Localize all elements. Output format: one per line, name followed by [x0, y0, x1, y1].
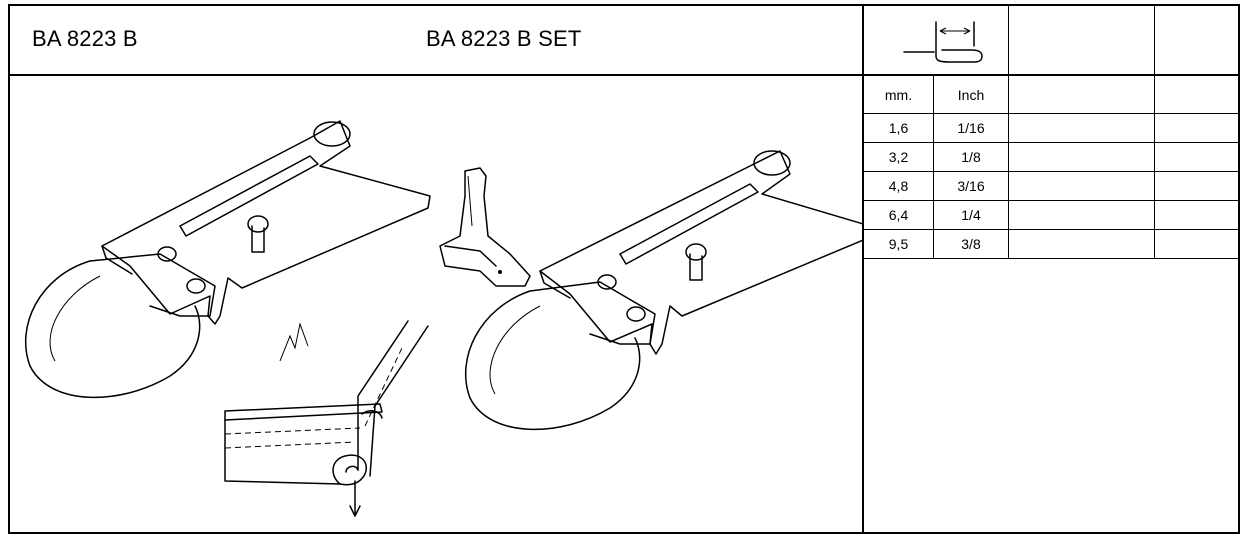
- table-row: 1,6 1/16: [864, 114, 1240, 143]
- table-blank-cell: [1155, 201, 1240, 229]
- spec-sheet: BA 8223 B BA 8223 B SET: [8, 4, 1240, 534]
- table-blank-cell: [1009, 172, 1155, 200]
- mm-value: 3,2: [864, 143, 934, 171]
- table-row: 4,8 3/16: [864, 172, 1240, 201]
- table-blank-cell: [1155, 230, 1240, 258]
- mm-value: 1,6: [864, 114, 934, 142]
- table-blank-cell: [1009, 230, 1155, 258]
- header-blank-1: [1009, 6, 1155, 76]
- hem-width-header: [864, 6, 1009, 76]
- mm-value: 9,5: [864, 230, 934, 258]
- mm-value: 4,8: [864, 172, 934, 200]
- table-blank-cell: [1155, 172, 1240, 200]
- table-blank-cell: [1155, 76, 1240, 113]
- table-header-row: mm. Inch: [864, 76, 1240, 114]
- inch-value: 1/8: [934, 143, 1009, 171]
- table-row: 6,4 1/4: [864, 201, 1240, 230]
- mm-value: 6,4: [864, 201, 934, 229]
- hem-width-icon: [903, 21, 983, 63]
- presser-foot-icon: [439, 167, 531, 287]
- technical-drawing: [10, 76, 864, 534]
- inch-value: 1/4: [934, 201, 1009, 229]
- inch-value: 1/16: [934, 114, 1009, 142]
- table-row: 3,2 1/8: [864, 143, 1240, 172]
- inch-value: 3/8: [934, 230, 1009, 258]
- table-blank-cell: [1009, 143, 1155, 171]
- column-inch-header: Inch: [934, 76, 1009, 113]
- header-blank-2: [1155, 6, 1240, 76]
- table-blank-cell: [1009, 201, 1155, 229]
- size-table: mm. Inch 1,6 1/16 3,2 1/8 4,8 3/16 6,4 1…: [864, 6, 1240, 534]
- table-row: 9,5 3/8: [864, 230, 1240, 259]
- fabric-fold-diagram-icon: [224, 320, 429, 517]
- table-blank-cell: [1009, 114, 1155, 142]
- model-number: BA 8223 B: [32, 26, 138, 51]
- model-set-number: BA 8223 B SET: [426, 26, 582, 51]
- table-blank-cell: [1009, 76, 1155, 113]
- binder-attachment-icon: [25, 120, 431, 399]
- inch-value: 3/16: [934, 172, 1009, 200]
- table-blank-cell: [1155, 143, 1240, 171]
- binder-attachment-set-icon: [465, 150, 862, 431]
- model-header: BA 8223 B BA 8223 B SET: [10, 6, 864, 76]
- column-mm-header: mm.: [864, 76, 934, 113]
- table-blank-cell: [1155, 114, 1240, 142]
